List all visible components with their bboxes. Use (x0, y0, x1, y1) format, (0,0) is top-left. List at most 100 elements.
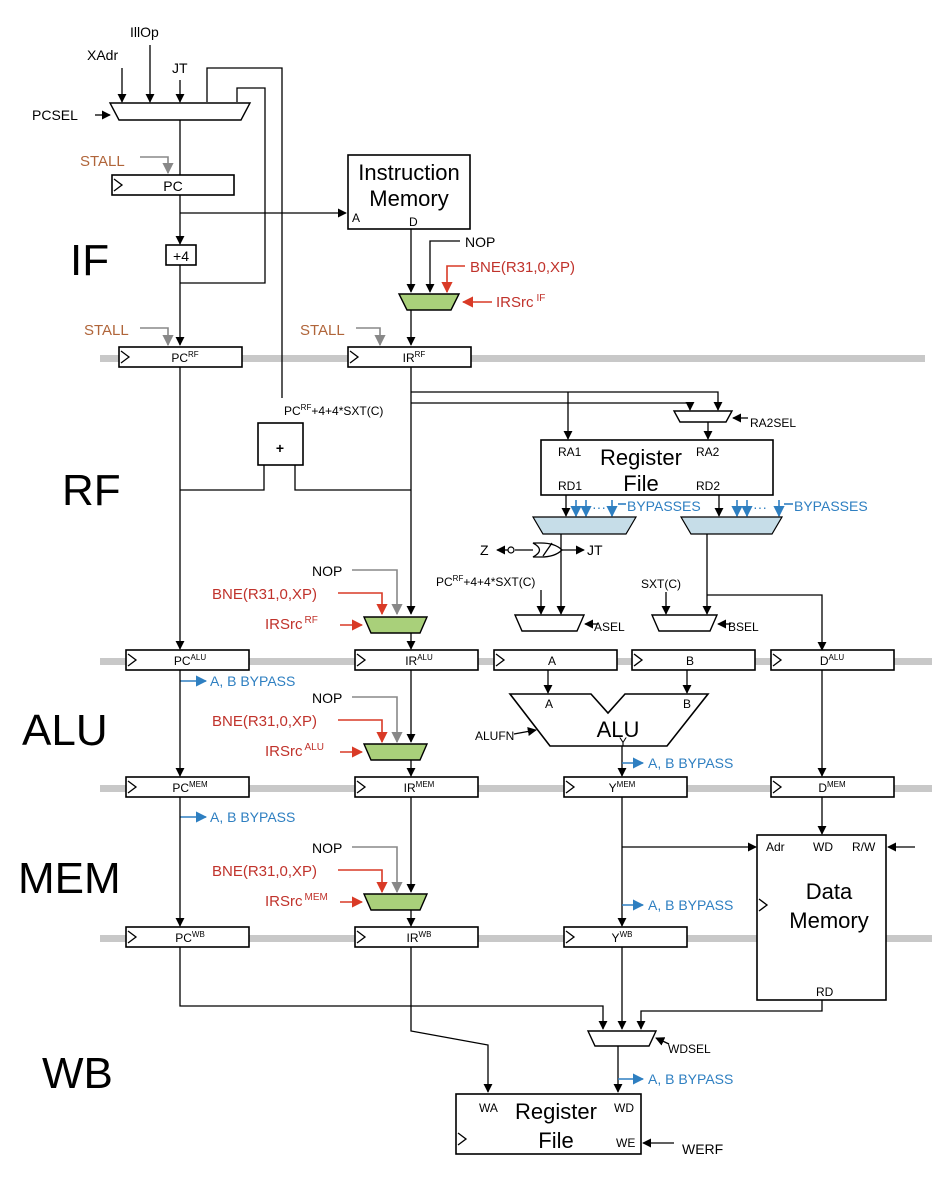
regfile-rd1: RD1 (558, 479, 582, 493)
irsrc-mem-sup: MEM (305, 892, 328, 903)
asel-input-sup: RF (453, 574, 464, 583)
jt-out-label: JT (587, 542, 603, 558)
stage-label-alu: ALU (22, 706, 108, 755)
pc-alu-register (125, 649, 250, 671)
irsrc-rf-mux (362, 616, 429, 634)
branch-target-pc: PC (284, 404, 301, 418)
branch-target-expr: +4+4*SXT(C) (311, 404, 383, 418)
bypass-mux-a (531, 516, 638, 535)
nop-alu: NOP (312, 690, 342, 706)
asel-input-label: PCRF+4+4*SXT(C) (436, 574, 535, 589)
data-memory (756, 834, 887, 1001)
irsrc-alu-mux (362, 743, 429, 761)
irsrc-if-base: IRSrc (496, 294, 534, 311)
asel-mux (513, 614, 586, 632)
ir-mem-sup: MEM (416, 780, 435, 789)
pcsel-mux (108, 102, 252, 121)
imem-title-1: Instruction (358, 160, 460, 185)
nop-rf: NOP (312, 563, 342, 579)
d-alu-base: D (820, 654, 829, 668)
irsrc-if-mux (397, 293, 461, 311)
pc-register (111, 174, 235, 196)
pc-rf-base: PC (171, 351, 188, 365)
ab-bypass-mem: A, B BYPASS (648, 897, 733, 913)
pc-wb-label: PCWB (175, 930, 205, 945)
pc-mem-register (125, 776, 250, 798)
pc-wb-register (125, 926, 250, 948)
alu-b-port: B (683, 697, 691, 711)
regfile-wb-we: WE (616, 1136, 635, 1150)
bsel-label: BSEL (728, 620, 759, 634)
alufn-label: ALUFN (475, 729, 514, 743)
irsrc-mem-mux (362, 893, 429, 911)
y-mem-sup: MEM (617, 780, 636, 789)
branch-adder-plus: + (276, 440, 284, 456)
ir-wb-base: IR (407, 931, 419, 945)
werf-label: WERF (682, 1141, 723, 1157)
stall-pcrf: STALL (84, 322, 129, 339)
imem-title-2: Memory (369, 186, 448, 211)
regfile-ra2: RA2 (696, 445, 720, 459)
stage-label-if: IF (70, 236, 109, 285)
ab-bypass-pcalu: A, B BYPASS (210, 673, 295, 689)
sxtc-label: SXT(C) (641, 577, 681, 591)
y-wb-base: Y (612, 931, 620, 945)
d-alu-label: DALU (820, 653, 844, 668)
z-label: Z (480, 542, 489, 558)
bne-rf: BNE(R31,0,XP) (212, 586, 317, 603)
bne-if: BNE(R31,0,XP) (470, 259, 575, 276)
illop-label: IllOp (130, 24, 159, 40)
ir-mem-register (354, 776, 479, 798)
ir-alu-label: IRALU (405, 653, 433, 668)
bypasses-1: BYPASSES (627, 498, 701, 514)
ir-mem-base: IR (404, 781, 416, 795)
d-mem-label: DMEM (818, 780, 846, 795)
y-wb-sup: WB (620, 930, 633, 939)
bypasses-2: BYPASSES (794, 498, 868, 514)
wdsel-label: WDSEL (668, 1042, 711, 1056)
asel-label: ASEL (594, 620, 625, 634)
regfile-wb-title-2: File (538, 1128, 573, 1153)
y-wb-label: YWB (612, 930, 633, 945)
pc-wb-base: PC (175, 931, 192, 945)
d-alu-register (770, 649, 895, 671)
y-mem-register (563, 776, 688, 798)
ra2sel-mux (672, 410, 734, 423)
d-mem-register (770, 776, 895, 798)
ra2sel-label: RA2SEL (750, 416, 796, 430)
irsrc-alu-sup: ALU (305, 742, 324, 753)
dmem-adr: Adr (766, 840, 785, 854)
plus4-label: +4 (173, 248, 189, 264)
bne-mem: BNE(R31,0,XP) (212, 863, 317, 880)
branch-adder (257, 422, 304, 466)
regfile-rd2: RD2 (696, 479, 720, 493)
ir-mem-label: IRMEM (404, 780, 435, 795)
regfile-ra1: RA1 (558, 445, 582, 459)
regfile-title-2: File (623, 471, 658, 496)
pc-mem-label: PCMEM (172, 780, 208, 795)
d-alu-sup: ALU (829, 653, 845, 662)
plus4-adder (165, 244, 197, 266)
b-register (631, 649, 756, 671)
b-register-label: B (686, 654, 694, 668)
register-file-wb (455, 1093, 642, 1155)
d-mem-base: D (818, 781, 827, 795)
regfile-wb-wa: WA (479, 1101, 498, 1115)
ab-bypass-wb: A, B BYPASS (648, 1071, 733, 1087)
imem-d-port: D (409, 215, 418, 229)
y-mem-label: YMEM (609, 780, 636, 795)
stage-label-mem: MEM (18, 854, 121, 903)
ab-bypass-alu: A, B BYPASS (648, 755, 733, 771)
bsel-mux (650, 614, 719, 632)
ir-rf-sup: RF (415, 350, 426, 359)
a-register (493, 649, 618, 671)
stage-label-rf: RF (62, 466, 121, 515)
irsrc-rf-sup: RF (305, 615, 318, 626)
ab-bypass-pcmem: A, B BYPASS (210, 809, 295, 825)
instruction-memory (347, 154, 471, 230)
a-register-label: A (548, 654, 556, 668)
branch-target-sup: RF (301, 403, 312, 412)
pc-wb-sup: WB (192, 930, 205, 939)
